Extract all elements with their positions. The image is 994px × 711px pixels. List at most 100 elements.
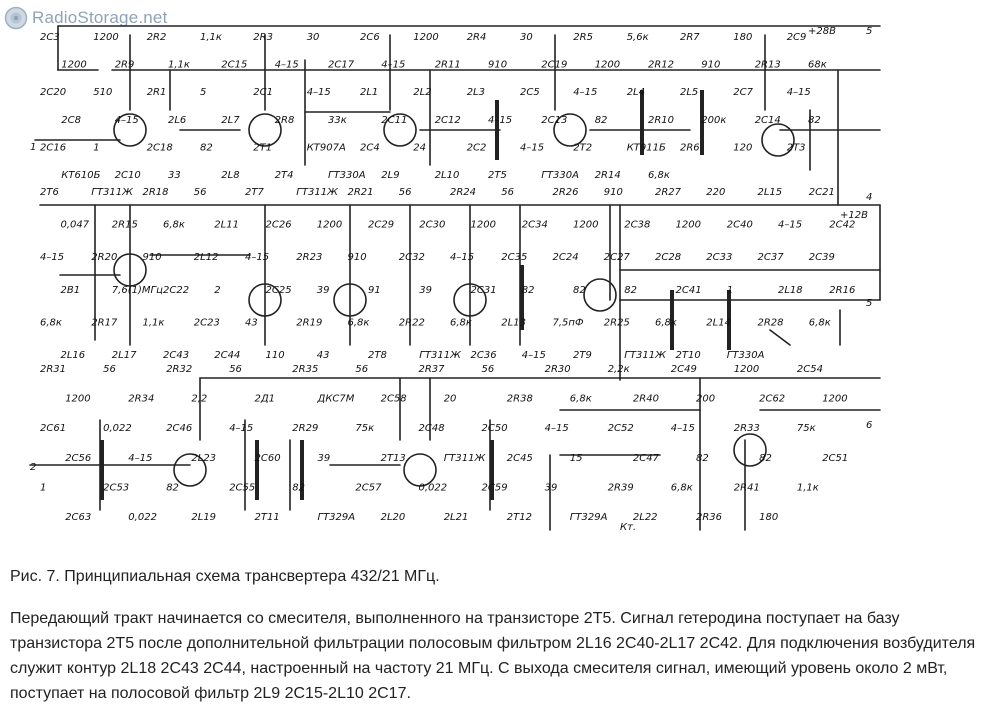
component-label: 2L20 (381, 512, 406, 523)
component-label: 75к (797, 423, 816, 434)
connector-4: 4 (866, 192, 872, 203)
site-logo[interactable]: RadioStorage.net (4, 4, 168, 32)
component-label: 1,1к (168, 60, 190, 71)
component-label: 68к (808, 60, 827, 71)
component-label: 2L2 (413, 87, 431, 98)
component-label: 6,8к (809, 317, 831, 328)
component-label: 2R16 (829, 285, 855, 296)
component-label: 2С44 (214, 350, 240, 361)
component-label: 15 (570, 453, 583, 464)
component-label: 2R1 (147, 87, 167, 98)
component-label: 2С45 (507, 453, 533, 464)
component-label: 56 (194, 187, 207, 198)
component-label: 82 (624, 285, 637, 296)
component-label: 2С12 (435, 115, 461, 126)
component-label: 82 (759, 453, 772, 464)
component-label: 2С52 (608, 423, 634, 434)
component-label: 4–15 (545, 423, 569, 434)
component-label: 2R6 (680, 142, 700, 153)
component-label: КТ911Б (627, 142, 666, 153)
component-label: 4–15 (488, 115, 512, 126)
component-label: 2R9 (115, 60, 135, 71)
component-label: 39 (419, 285, 432, 296)
component-label: 4–15 (307, 87, 331, 98)
component-label: 2Т1 (253, 142, 272, 153)
rail-plus28: +28В (808, 26, 836, 37)
component-label: 56 (482, 364, 495, 375)
component-label: 2С31 (471, 285, 497, 296)
component-label: 2L7 (221, 115, 240, 126)
component-label: 1 (727, 285, 733, 296)
component-label: 43 (317, 350, 330, 361)
component-label: 200 (696, 394, 715, 405)
component-label: 4–15 (520, 142, 544, 153)
component-label: 0,022 (419, 482, 448, 493)
component-label: 6,8к (450, 317, 472, 328)
component-label: 30 (520, 32, 533, 43)
component-label: 1200 (61, 60, 86, 71)
component-label: 910 (348, 252, 367, 263)
component-label: 2С16 (40, 142, 66, 153)
component-label: 2Т3 (787, 142, 806, 153)
component-label: 5,6к (627, 32, 649, 43)
component-label: 2R29 (292, 423, 318, 434)
component-label: ГТ311Ж (296, 187, 339, 198)
connector-5-mid: 5 (866, 298, 872, 309)
component-label: 4–15 (229, 423, 253, 434)
component-label: 7,6(1)МГц (112, 285, 163, 296)
component-label: 56 (229, 364, 242, 375)
component-label: 2R27 (655, 187, 682, 198)
component-label: 2R32 (166, 364, 192, 375)
component-label: 2R20 (91, 252, 117, 263)
component-label: 2С50 (482, 423, 508, 434)
component-label: 2С24 (553, 252, 579, 263)
component-label: 1200 (573, 220, 598, 231)
component-label: 910 (701, 60, 720, 71)
component-label: 2Т13 (381, 453, 406, 464)
component-label: ГТ311Ж (91, 187, 134, 198)
component-label: 2С19 (541, 60, 567, 71)
component-label: 7,5пФ (553, 317, 584, 328)
component-label: 82 (573, 285, 586, 296)
component-label: ГТ311Ж (419, 350, 462, 361)
component-label: 2R26 (553, 187, 579, 198)
component-label: 2R22 (399, 317, 425, 328)
component-label: 2С22 (163, 285, 189, 296)
component-label: 2R35 (292, 364, 318, 375)
connector-kt: Кт. (620, 522, 636, 533)
component-label: 220 (706, 187, 725, 198)
component-label: ГТ330А (727, 350, 765, 361)
component-label: 180 (733, 32, 752, 43)
component-label: 6,8к (671, 482, 693, 493)
component-label: 4–15 (671, 423, 695, 434)
component-label: 2С14 (755, 115, 781, 126)
component-label: 2С26 (266, 220, 292, 231)
component-label: 43 (245, 317, 258, 328)
component-label: 2С53 (103, 482, 129, 493)
component-label: ГТ330А (328, 170, 366, 181)
component-label: 2С23 (194, 317, 220, 328)
component-label: 2Д1 (255, 394, 276, 405)
component-label: 2R10 (648, 115, 674, 126)
component-label: 910 (488, 60, 507, 71)
component-label: 2С47 (633, 453, 660, 464)
component-label: 2С6 (360, 32, 380, 43)
component-label: 2L6 (168, 115, 186, 126)
component-label: 2Т5 (488, 170, 507, 181)
component-label: 2Т8 (368, 350, 387, 361)
component-label: 1200 (734, 364, 759, 375)
component-label: 2L5 (680, 87, 698, 98)
component-label: 82 (166, 482, 179, 493)
component-label: ГТ329А (318, 512, 356, 523)
component-label: 2С17 (328, 60, 355, 71)
component-label: 6,8к (348, 317, 370, 328)
component-label: 2С42 (829, 220, 855, 231)
component-label: 2R21 (348, 187, 374, 198)
component-label: 2С58 (381, 394, 407, 405)
radio-storage-logo-icon (4, 6, 28, 30)
component-label: 2R25 (604, 317, 630, 328)
component-label: 2,2к (608, 364, 630, 375)
component-label: 1200 (93, 32, 118, 43)
component-label: 33к (328, 115, 347, 126)
